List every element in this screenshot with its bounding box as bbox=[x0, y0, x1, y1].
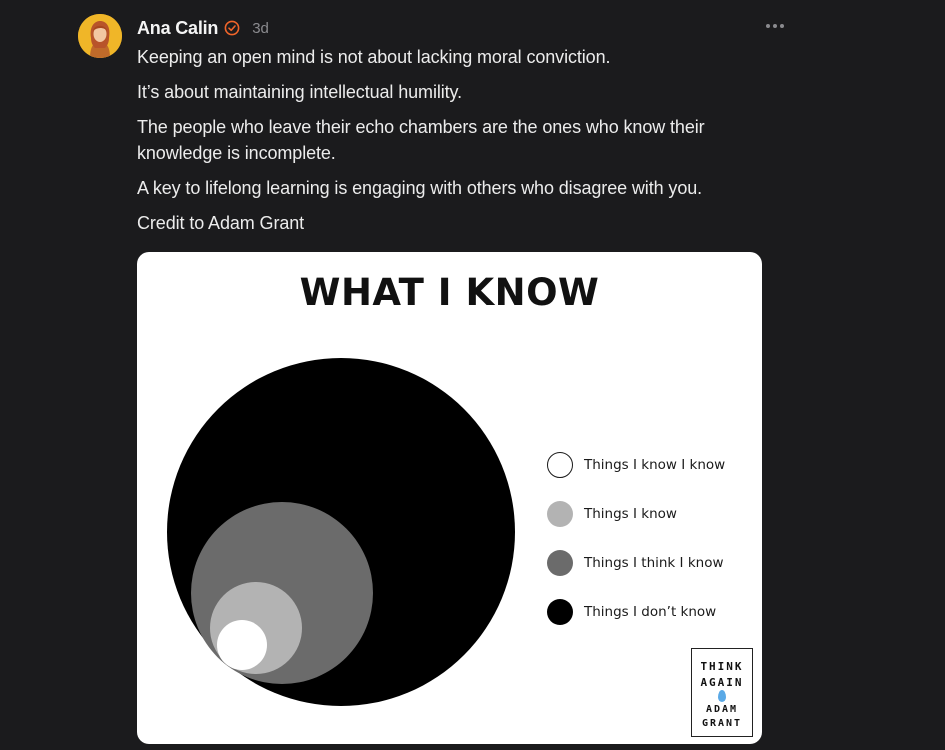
legend-swatch bbox=[547, 598, 573, 625]
post-header: Ana Calin 3d bbox=[137, 15, 269, 41]
image-title-wrap: WHAT I KNOW bbox=[137, 271, 762, 314]
legend-label: Things I think I know bbox=[584, 554, 724, 571]
book-author-line: GRANT bbox=[701, 718, 743, 729]
legend-item: Things I know bbox=[547, 489, 725, 538]
dot bbox=[766, 24, 770, 28]
image-title: WHAT I KNOW bbox=[299, 271, 600, 314]
legend-label: Things I don’t know bbox=[584, 603, 717, 620]
post-paragraph: The people who leave their echo chambers… bbox=[137, 117, 705, 163]
avatar-portrait-icon bbox=[78, 14, 122, 58]
post-timestamp[interactable]: 3d bbox=[252, 19, 269, 37]
book-cover: THINK AGAIN ADAM GRANT bbox=[691, 648, 753, 737]
water-drop-icon bbox=[718, 690, 726, 702]
legend: Things I know I know Things I know Thing… bbox=[547, 440, 725, 636]
legend-label: Things I know I know bbox=[584, 456, 726, 473]
nested-circles-diagram bbox=[167, 358, 515, 706]
post-body: Keeping an open mind is not about lackin… bbox=[137, 44, 767, 245]
verified-check-icon bbox=[224, 20, 240, 36]
book-cover-tagline bbox=[692, 652, 752, 657]
book-title-line: AGAIN bbox=[700, 676, 744, 689]
post-paragraph: A key to lifelong learning is engaging w… bbox=[137, 178, 703, 198]
post-image[interactable]: WHAT I KNOW Things I know I know Things … bbox=[137, 252, 762, 744]
author-name[interactable]: Ana Calin bbox=[137, 17, 219, 38]
dot bbox=[780, 24, 784, 28]
post-paragraph: Keeping an open mind is not about lackin… bbox=[137, 47, 611, 67]
more-options-icon[interactable] bbox=[762, 18, 788, 34]
avatar[interactable] bbox=[78, 14, 122, 58]
legend-swatch bbox=[547, 549, 573, 576]
legend-swatch bbox=[547, 500, 573, 527]
legend-label: Things I know bbox=[584, 505, 677, 522]
legend-item: Things I think I know bbox=[547, 538, 725, 587]
dot bbox=[773, 24, 777, 28]
legend-item: Things I know I know bbox=[547, 440, 725, 489]
circle-know-i-know bbox=[217, 620, 267, 670]
book-author-line: ADAM bbox=[705, 704, 739, 715]
book-title-line: THINK bbox=[700, 660, 744, 673]
legend-swatch bbox=[547, 451, 573, 478]
post-paragraph: Credit to Adam Grant bbox=[137, 213, 305, 233]
legend-item: Things I don’t know bbox=[547, 587, 725, 636]
post-paragraph: It’s about maintaining intellectual humi… bbox=[137, 82, 463, 102]
